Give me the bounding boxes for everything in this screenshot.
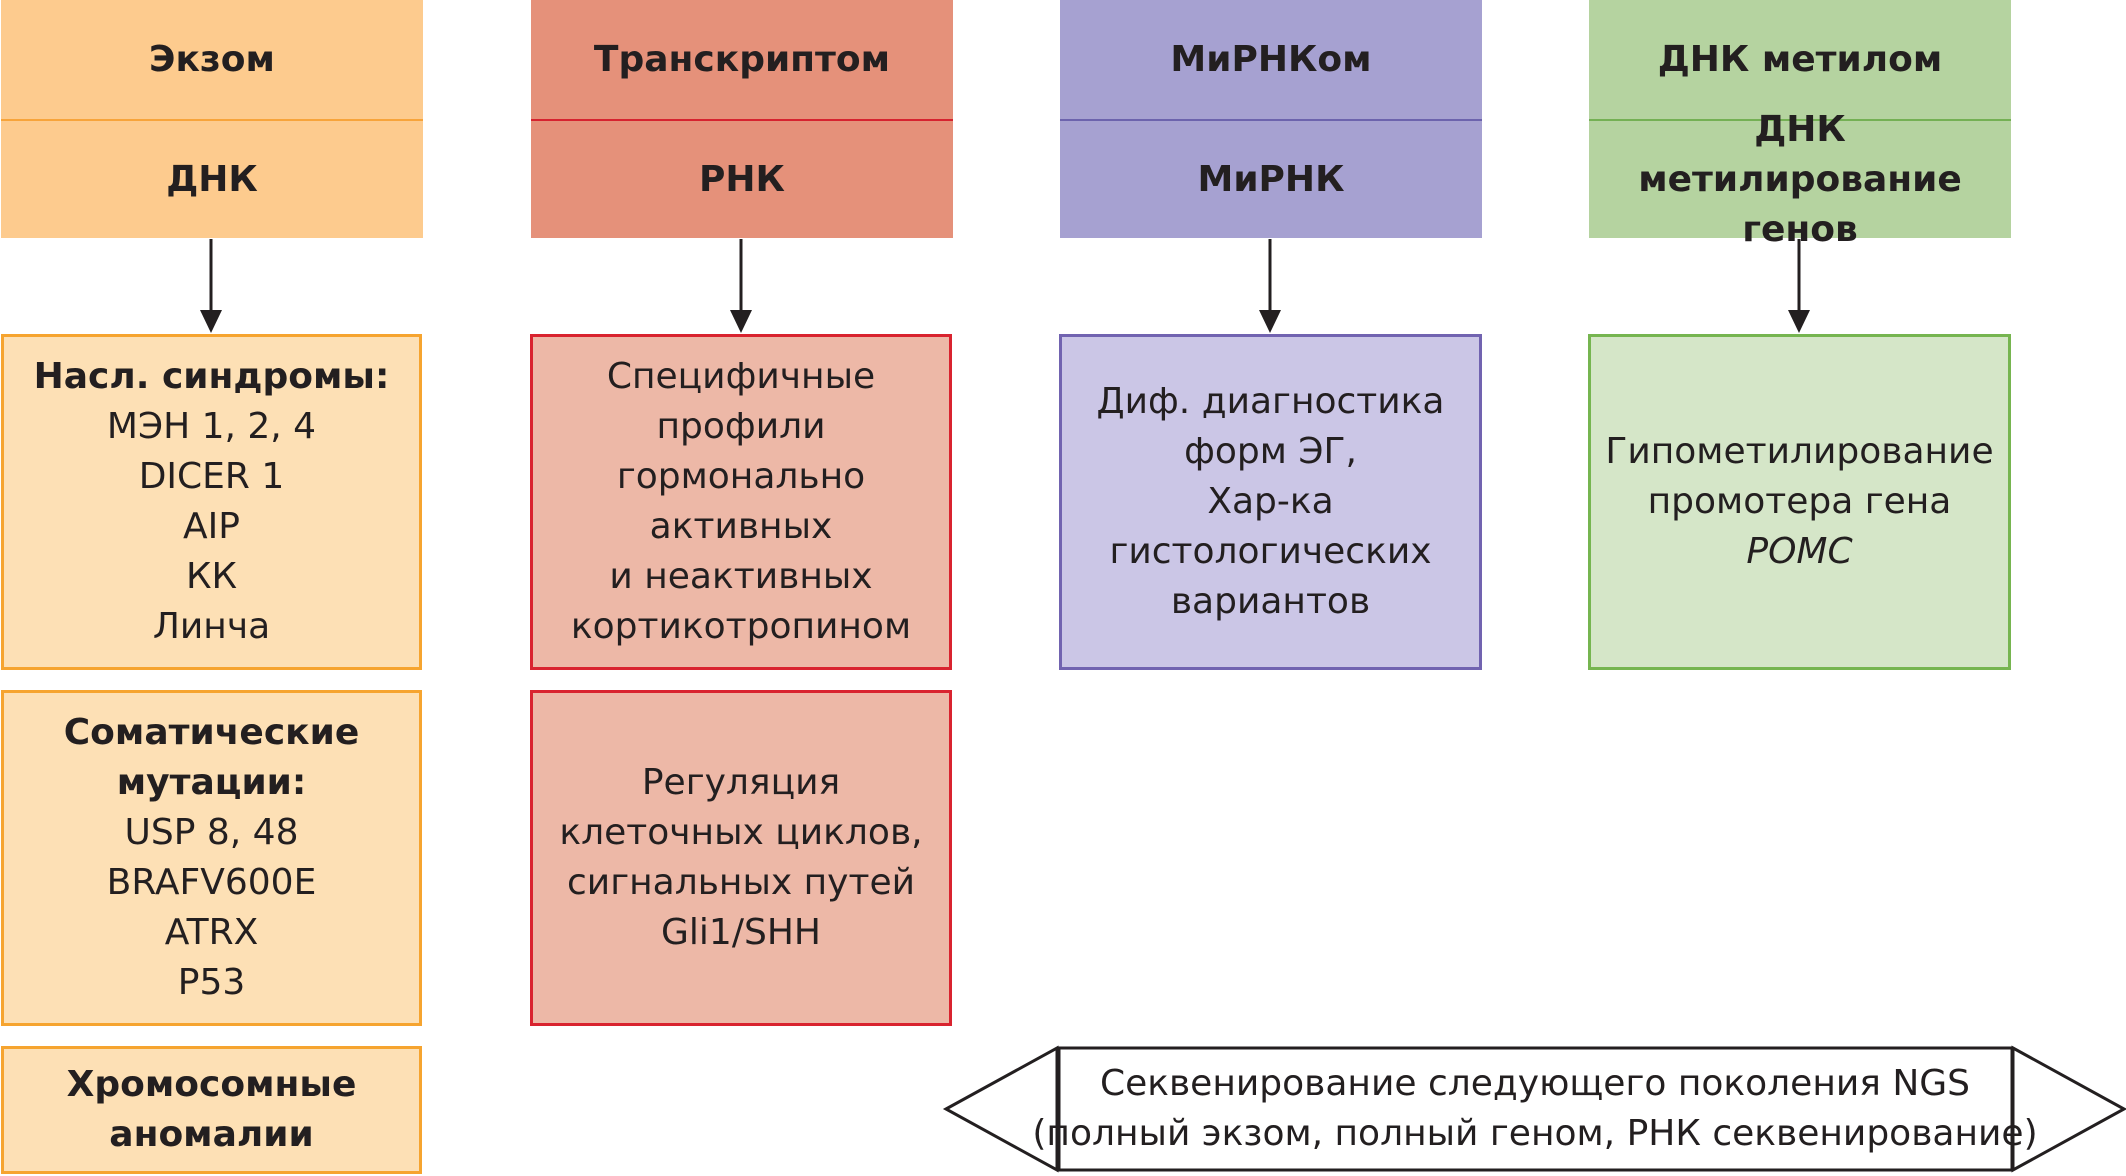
box-text-line: гормонально bbox=[616, 456, 866, 497]
somatic-mutations-heading: мутации: bbox=[116, 762, 307, 803]
box-text-line: Хар-ка bbox=[1207, 481, 1334, 522]
list-item: AIP bbox=[183, 506, 240, 547]
ngs-title: Секвенирование следующего поколения NGS bbox=[1099, 1063, 1971, 1104]
list-item: Линча bbox=[152, 606, 271, 647]
box-text-line: сигнальных путей bbox=[567, 862, 915, 903]
list-item: ATRX bbox=[164, 912, 259, 953]
down-arrow-transcriptome bbox=[730, 239, 752, 333]
chromosomal-anomalies-heading: аномалии bbox=[109, 1114, 314, 1155]
methylome-header: ДНК метилом ДНК метилирование генов bbox=[1589, 0, 2011, 250]
hereditary-syndromes-box: Насл. синдромы: МЭН 1, 2, 4 DICER 1 AIP … bbox=[1, 334, 422, 670]
transcriptome-subtitle: РНК bbox=[531, 121, 953, 238]
hormone-profiles-box: Специфичные профили гормонально активных… bbox=[530, 334, 952, 670]
methylome-header-divider bbox=[1589, 119, 2011, 121]
ngs-double-arrow-shape bbox=[942, 1045, 2126, 1173]
methylome-subtitle: ДНК метилирование генов bbox=[1589, 109, 2011, 250]
down-arrow-mirnome bbox=[1259, 239, 1281, 333]
list-item: DICER 1 bbox=[138, 456, 285, 497]
differential-diagnosis-box: Диф. диагностика форм ЭГ, Хар-ка гистоло… bbox=[1059, 334, 1482, 670]
box-text-line: Специфичные bbox=[606, 356, 876, 397]
down-arrow-methylome bbox=[1788, 239, 1810, 333]
list-item: P53 bbox=[177, 962, 246, 1003]
list-item: USP 8, 48 bbox=[124, 812, 299, 853]
exome-title: Экзом bbox=[1, 0, 423, 119]
box-text-line: кортикотропином bbox=[570, 606, 912, 647]
box-text-line: активных bbox=[649, 506, 833, 547]
box-text-line: Регуляция bbox=[641, 762, 841, 803]
chromosomal-anomalies-heading: Хромосомные bbox=[66, 1064, 357, 1105]
list-item: BRAFV600E bbox=[106, 862, 317, 903]
box-text-line: и неактивных bbox=[609, 556, 873, 597]
transcriptome-header-divider bbox=[531, 119, 953, 121]
box-text-line: клеточных циклов, bbox=[559, 812, 923, 853]
mirnome-title: МиРНКом bbox=[1060, 0, 1482, 119]
exome-header-divider bbox=[1, 119, 423, 121]
methylome-subtitle-line: ДНК метилирование bbox=[1638, 108, 1962, 200]
box-text-line: Гипометилирование bbox=[1605, 431, 1994, 472]
ngs-label: Секвенирование следующего поколения NGS … bbox=[1032, 1049, 2037, 1169]
mirnome-subtitle: МиРНК bbox=[1060, 121, 1482, 238]
gene-name: POMC bbox=[1746, 531, 1853, 572]
box-text-line: гистологических bbox=[1109, 531, 1432, 572]
exome-subtitle: ДНК bbox=[1, 121, 423, 238]
exome-header: Экзом ДНК bbox=[1, 0, 423, 238]
list-item: КК bbox=[185, 556, 238, 597]
somatic-mutations-box: Соматические мутации: USP 8, 48 BRAFV600… bbox=[1, 690, 422, 1026]
box-text-line: Gli1/SHH bbox=[661, 912, 821, 953]
down-arrow-exome bbox=[200, 239, 222, 333]
mirnome-header-divider bbox=[1060, 119, 1482, 121]
box-text-line: Диф. диагностика bbox=[1096, 381, 1445, 422]
somatic-mutations-heading: Соматические bbox=[63, 712, 360, 753]
chromosomal-anomalies-box: Хромосомные аномалии bbox=[1, 1046, 422, 1174]
hereditary-syndromes-heading: Насл. синдромы: bbox=[33, 356, 390, 397]
mirnome-header: МиРНКом МиРНК bbox=[1060, 0, 1482, 238]
cell-cycle-regulation-box: Регуляция клеточных циклов, сигнальных п… bbox=[530, 690, 952, 1026]
list-item: МЭН 1, 2, 4 bbox=[106, 406, 317, 447]
hypomethylation-box: Гипометилирование промотера гена POMC bbox=[1588, 334, 2011, 670]
box-text-line: вариантов bbox=[1170, 581, 1371, 622]
transcriptome-title: Транскриптом bbox=[531, 0, 953, 119]
ngs-subtitle: (полный экзом, полный геном, РНК секвени… bbox=[1032, 1113, 2038, 1154]
methylome-title: ДНК метилом bbox=[1589, 0, 2011, 119]
box-text-line: промотера гена bbox=[1647, 481, 1952, 522]
box-text-line: профили bbox=[656, 406, 826, 447]
transcriptome-header: Транскриптом РНК bbox=[531, 0, 953, 238]
box-text-line: форм ЭГ, bbox=[1184, 431, 1357, 472]
